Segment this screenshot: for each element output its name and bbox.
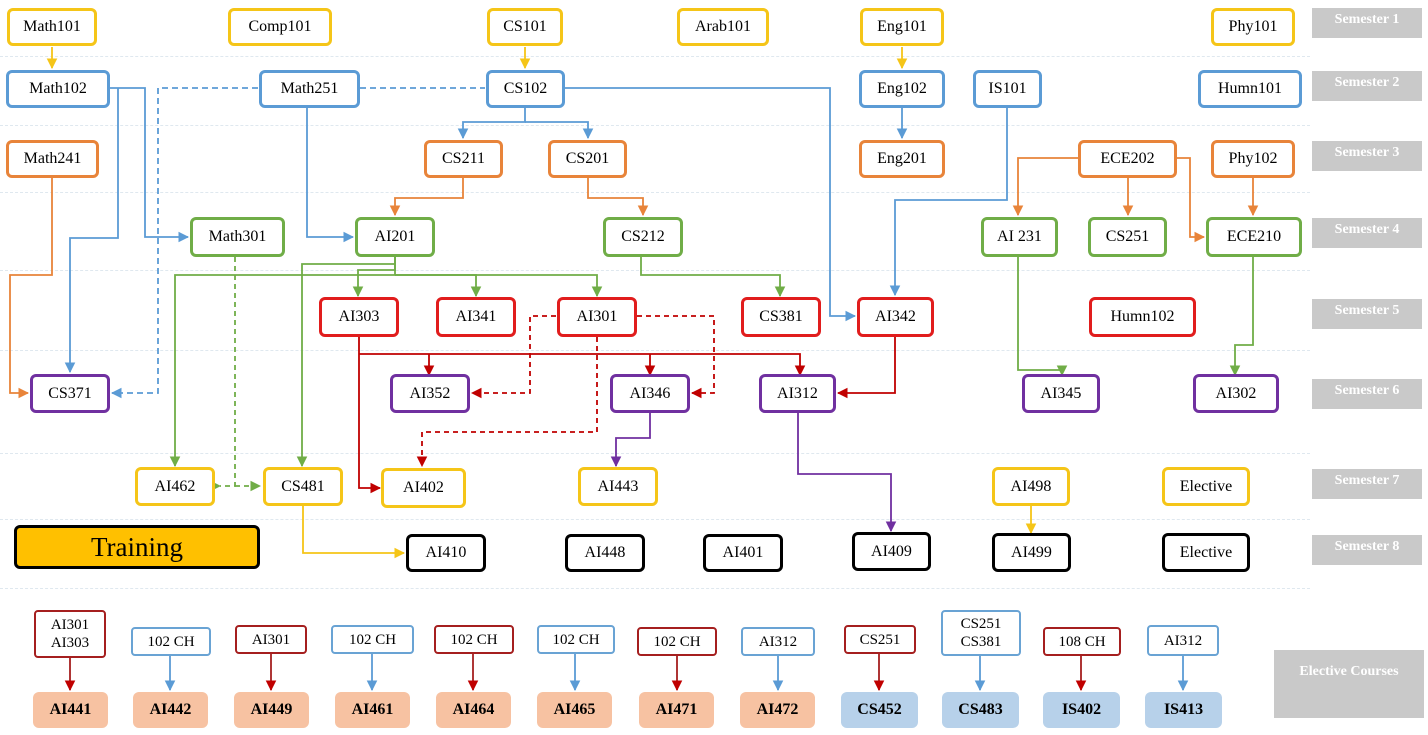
- course-ai409[interactable]: AI409: [852, 532, 931, 571]
- course-elective-semester8[interactable]: Elective: [1162, 533, 1250, 572]
- course-math101[interactable]: Math101: [7, 8, 97, 46]
- lane-divider: [0, 192, 1310, 193]
- course-ai345[interactable]: AI345: [1022, 374, 1100, 413]
- course-ai302[interactable]: AI302: [1193, 374, 1279, 413]
- course-ai303[interactable]: AI303: [319, 297, 399, 337]
- course-elective-semester7[interactable]: Elective: [1162, 467, 1250, 506]
- elective-prereq: 102 CH: [331, 625, 414, 654]
- course-ai448[interactable]: AI448: [565, 534, 645, 572]
- elective-prereq: AI312: [741, 627, 815, 656]
- course-is101[interactable]: IS101: [973, 70, 1042, 108]
- course-ai401[interactable]: AI401: [703, 534, 783, 572]
- lane-divider: [0, 56, 1310, 57]
- elective-course-cs452[interactable]: CS452: [841, 692, 918, 728]
- course-ai443[interactable]: AI443: [578, 467, 658, 506]
- elective-course-is413[interactable]: IS413: [1145, 692, 1222, 728]
- lane-divider: [0, 350, 1310, 351]
- semester-label-4: Semester 4: [1312, 218, 1422, 248]
- semester-label-3: Semester 3: [1312, 141, 1422, 171]
- course-cs211[interactable]: CS211: [424, 140, 503, 178]
- course-comp101[interactable]: Comp101: [228, 8, 332, 46]
- course-ai352[interactable]: AI352: [390, 374, 470, 413]
- elective-prereq: CS251: [844, 625, 916, 654]
- course-ai410[interactable]: AI410: [406, 534, 486, 572]
- course-cs381[interactable]: CS381: [741, 297, 821, 337]
- course-cs101[interactable]: CS101: [487, 8, 563, 46]
- lane-divider: [0, 125, 1310, 126]
- course-ai402[interactable]: AI402: [381, 468, 466, 508]
- elective-prereq: AI301 AI303: [34, 610, 106, 658]
- course-phy101[interactable]: Phy101: [1211, 8, 1295, 46]
- elective-course-is402[interactable]: IS402: [1043, 692, 1120, 728]
- course-cs371[interactable]: CS371: [30, 374, 110, 413]
- elective-course-ai442[interactable]: AI442: [133, 692, 208, 728]
- elective-course-ai472[interactable]: AI472: [740, 692, 815, 728]
- course-ai301[interactable]: AI301: [557, 297, 637, 337]
- course-math102[interactable]: Math102: [6, 70, 110, 108]
- lane-divider: [0, 453, 1310, 454]
- elective-prereq: AI301: [235, 625, 307, 654]
- course-phy102[interactable]: Phy102: [1211, 140, 1295, 178]
- course-math241[interactable]: Math241: [6, 140, 99, 178]
- elective-course-cs483[interactable]: CS483: [942, 692, 1019, 728]
- course-cs481[interactable]: CS481: [263, 467, 343, 506]
- course-ai312[interactable]: AI312: [759, 374, 836, 413]
- elective-course-ai461[interactable]: AI461: [335, 692, 410, 728]
- course-humn101[interactable]: Humn101: [1198, 70, 1302, 108]
- course-humn102[interactable]: Humn102: [1089, 297, 1196, 337]
- elective-course-ai464[interactable]: AI464: [436, 692, 511, 728]
- elective-course-ai471[interactable]: AI471: [639, 692, 714, 728]
- semester-label-8: Semester 8: [1312, 535, 1422, 565]
- elective-prereq: 102 CH: [434, 625, 514, 654]
- elective-prereq: CS251 CS381: [941, 610, 1021, 656]
- course-cs201[interactable]: CS201: [548, 140, 627, 178]
- elective-prereq: 102 CH: [131, 627, 211, 656]
- course-ece210[interactable]: ECE210: [1206, 217, 1302, 257]
- course-eng201[interactable]: Eng201: [859, 140, 945, 178]
- course-ai499[interactable]: AI499: [992, 533, 1071, 572]
- semester-label-2: Semester 2: [1312, 71, 1422, 101]
- course-ai342[interactable]: AI342: [857, 297, 934, 337]
- elective-prereq: 102 CH: [537, 625, 615, 654]
- course-arab101[interactable]: Arab101: [677, 8, 769, 46]
- semester-label-5: Semester 5: [1312, 299, 1422, 329]
- lane-divider: [0, 588, 1310, 589]
- elective-prereq: 108 CH: [1043, 627, 1121, 656]
- course-cs251[interactable]: CS251: [1088, 217, 1167, 257]
- course-math301[interactable]: Math301: [190, 217, 285, 257]
- course-ece202[interactable]: ECE202: [1078, 140, 1177, 178]
- course-cs102[interactable]: CS102: [486, 70, 565, 108]
- course-ai341[interactable]: AI341: [436, 297, 516, 337]
- course-eng101[interactable]: Eng101: [860, 8, 944, 46]
- course-ai201[interactable]: AI201: [355, 217, 435, 257]
- elective-prereq: AI312: [1147, 625, 1219, 656]
- course-math251[interactable]: Math251: [259, 70, 360, 108]
- elective-course-ai449[interactable]: AI449: [234, 692, 309, 728]
- prereq-label: AI303: [50, 635, 90, 651]
- course-ai231[interactable]: AI 231: [981, 217, 1058, 257]
- course-ai462[interactable]: AI462: [135, 467, 215, 506]
- prereq-label: CS251: [960, 616, 1002, 632]
- elective-prereq: 102 CH: [637, 627, 717, 656]
- semester-label-7: Semester 7: [1312, 469, 1422, 499]
- course-ai498[interactable]: AI498: [992, 467, 1070, 506]
- prereq-label: AI301: [50, 617, 90, 633]
- elective-course-ai441[interactable]: AI441: [33, 692, 108, 728]
- course-cs212[interactable]: CS212: [603, 217, 683, 257]
- lane-divider: [0, 519, 1310, 520]
- course-ai346[interactable]: AI346: [610, 374, 690, 413]
- semester-label-6: Semester 6: [1312, 379, 1422, 409]
- prereq-label: CS381: [960, 634, 1002, 650]
- semester-label-1: Semester 1: [1312, 8, 1422, 38]
- training-box[interactable]: Training: [14, 525, 260, 569]
- elective-course-ai465[interactable]: AI465: [537, 692, 612, 728]
- lane-divider: [0, 270, 1310, 271]
- elective-courses-label: Elective Courses: [1274, 650, 1424, 718]
- course-eng102[interactable]: Eng102: [859, 70, 945, 108]
